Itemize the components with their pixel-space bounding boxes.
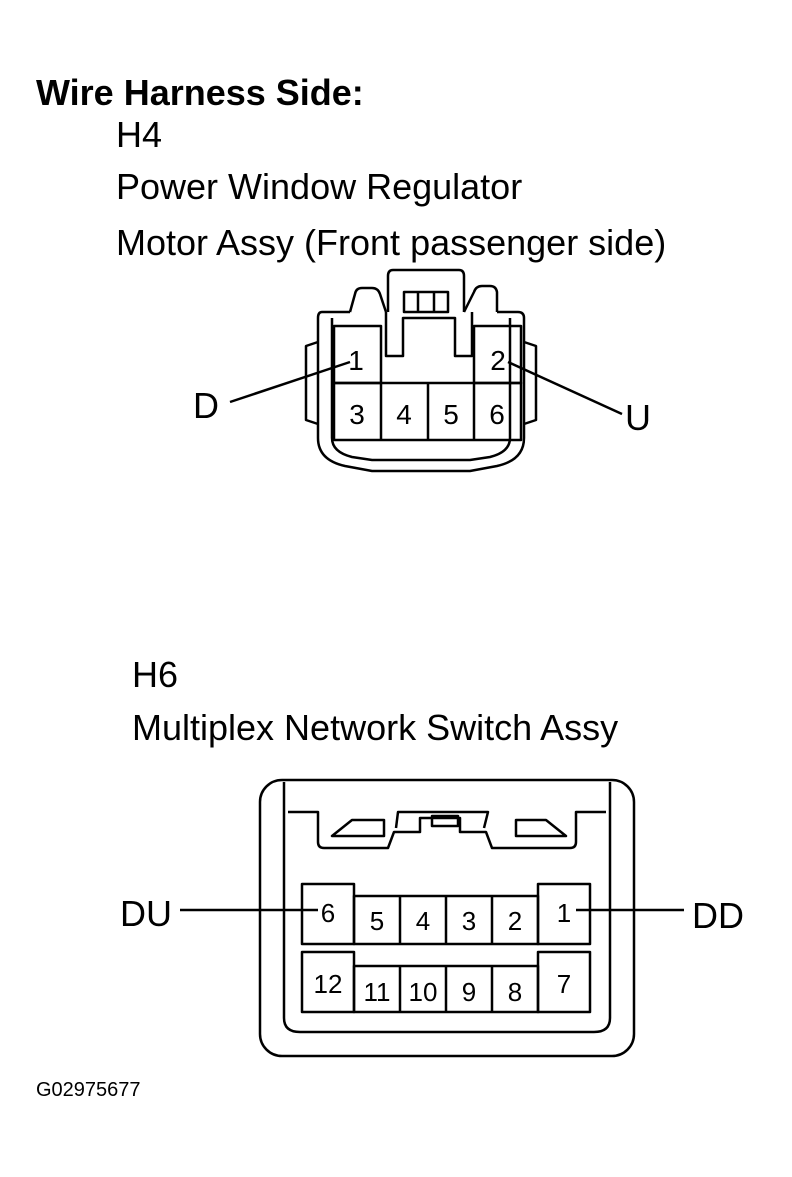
h4-pin-label: 5 [443, 399, 459, 430]
h6-pin-label: 6 [321, 898, 335, 928]
h4-connector-body [304, 268, 538, 473]
h6-pin-label: 5 [370, 906, 384, 936]
h6-pin-label: 12 [314, 969, 343, 999]
h4-connector-code: H4 [116, 114, 163, 155]
h6-connector-body [258, 778, 636, 1058]
page-heading: Wire Harness Side: [36, 72, 364, 113]
h6-pin-label: 1 [557, 898, 571, 928]
h4-callout-line-u [507, 360, 623, 416]
h4-pin-label: 3 [349, 399, 365, 430]
h4-pin-label: 6 [489, 399, 505, 430]
h4-pin-label: 1 [348, 345, 364, 376]
h4-pin-label: 2 [490, 345, 506, 376]
h6-callout-du: DU [120, 893, 172, 934]
h4-callout-u: U [625, 397, 651, 438]
h4-connector-name-line2: Motor Assy (Front passenger side) [116, 222, 667, 263]
h6-pin-label: 8 [508, 977, 522, 1007]
h6-connector-name: Multiplex Network Switch Assy [132, 707, 619, 748]
h6-pin-label: 3 [462, 906, 476, 936]
h6-pin-label: 9 [462, 977, 476, 1007]
h4-callout-d: D [193, 385, 219, 426]
h6-connector-code: H6 [132, 654, 179, 695]
h6-pin-label: 4 [416, 906, 430, 936]
h6-callout-dd: DD [692, 895, 744, 936]
h4-callout-line-d [229, 360, 351, 404]
h6-pin-label: 10 [409, 977, 438, 1007]
h4-pin-label: 4 [396, 399, 412, 430]
figure-id: G02975677 [36, 1079, 141, 1101]
h6-pin-label: 11 [364, 977, 391, 1007]
h4-connector-name-line1: Power Window Regulator [116, 166, 523, 207]
h6-pin-label: 2 [508, 906, 522, 936]
h6-pin-label: 7 [557, 969, 571, 999]
